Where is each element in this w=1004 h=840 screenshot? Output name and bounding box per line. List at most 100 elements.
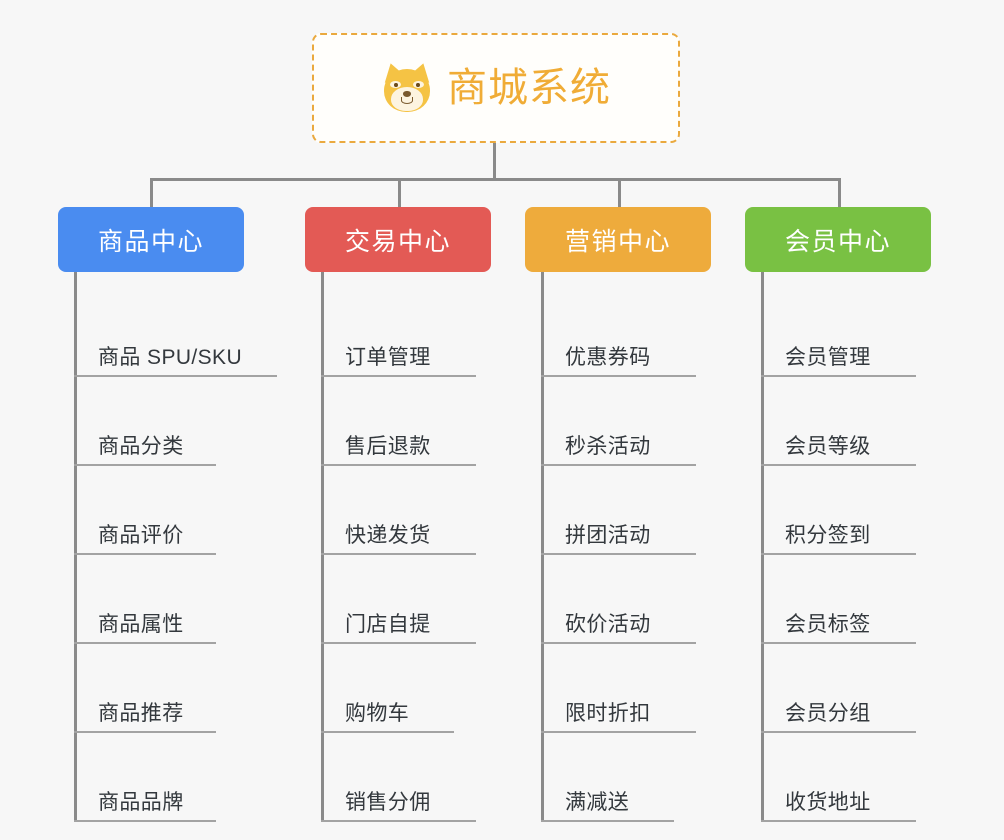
leaf-spine — [74, 272, 77, 822]
category-column-trade: 交易中心 订单管理 售后退款 快递发货 门店自提 购物车 — [305, 207, 491, 822]
leaf-label: 商品推荐 — [98, 702, 184, 725]
category-header-label: 交易中心 — [344, 227, 451, 256]
leaf-spine — [761, 272, 764, 822]
leaf-label: 积分签到 — [785, 524, 871, 547]
category-column-marketing: 营销中心 优惠券码 秒杀活动 拼团活动 砍价活动 限时折扣 — [525, 207, 711, 822]
leaf-underline — [761, 731, 916, 733]
connector-drop-col-2 — [618, 178, 621, 209]
leaf-item[interactable]: 商品属性 — [74, 555, 244, 644]
leaf-label: 收货地址 — [785, 791, 871, 814]
leaf-label: 拼团活动 — [565, 524, 651, 547]
leaf-item[interactable]: 销售分佣 — [321, 733, 491, 822]
leaf-item[interactable]: 满减送 — [541, 733, 711, 822]
leaf-item[interactable]: 商品评价 — [74, 466, 244, 555]
leaf-label: 会员管理 — [785, 346, 871, 369]
leaf-underline — [541, 464, 696, 466]
leaf-underline — [541, 375, 696, 377]
leaf-label: 商品分类 — [98, 435, 184, 458]
leaf-underline — [761, 642, 916, 644]
category-column-member: 会员中心 会员管理 会员等级 积分签到 会员标签 会员分组 — [745, 207, 931, 822]
leaf-label: 订单管理 — [345, 346, 431, 369]
leaf-label: 秒杀活动 — [565, 435, 651, 458]
leaf-item[interactable]: 会员分组 — [761, 644, 931, 733]
leaf-item[interactable]: 积分签到 — [761, 466, 931, 555]
leaf-item[interactable]: 购物车 — [321, 644, 491, 733]
leaf-label: 满减送 — [565, 791, 630, 814]
leaf-item[interactable]: 快递发货 — [321, 466, 491, 555]
leaf-item[interactable]: 会员等级 — [761, 377, 931, 466]
leaf-item[interactable]: 商品分类 — [74, 377, 244, 466]
leaf-item[interactable]: 售后退款 — [321, 377, 491, 466]
leaf-underline — [321, 553, 476, 555]
leaf-item[interactable]: 秒杀活动 — [541, 377, 711, 466]
leaf-label: 快递发货 — [345, 524, 431, 547]
leaf-label: 商品 SPU/SKU — [98, 346, 243, 369]
dog-pupil-left-icon — [394, 82, 398, 87]
leaf-list-marketing: 优惠券码 秒杀活动 拼团活动 砍价活动 限时折扣 满减送 — [541, 272, 711, 822]
leaf-item[interactable]: 优惠券码 — [541, 288, 711, 377]
leaf-label: 砍价活动 — [565, 613, 651, 636]
leaf-spine — [321, 272, 324, 822]
dog-nose-icon — [403, 91, 411, 97]
leaf-label: 限时折扣 — [565, 702, 651, 725]
category-header-label: 会员中心 — [784, 227, 891, 256]
leaf-underline — [321, 731, 454, 733]
leaf-item[interactable]: 门店自提 — [321, 555, 491, 644]
leaf-label: 会员等级 — [785, 435, 871, 458]
root-node[interactable]: 商城系统 — [312, 33, 680, 143]
leaf-item[interactable]: 商品品牌 — [74, 733, 244, 822]
leaf-item[interactable]: 商品 SPU/SKU — [74, 288, 277, 377]
leaf-list-trade: 订单管理 售后退款 快递发货 门店自提 购物车 销售分佣 — [321, 272, 491, 822]
leaf-underline — [74, 820, 216, 822]
category-column-product: 商品中心 商品 SPU/SKU 商品分类 商品评价 商品属性 商品推荐 — [58, 207, 277, 822]
leaf-item[interactable]: 订单管理 — [321, 288, 491, 377]
leaf-label: 门店自提 — [345, 613, 431, 636]
leaf-underline — [74, 375, 277, 377]
category-header-product[interactable]: 商品中心 — [58, 207, 244, 272]
leaf-underline — [74, 642, 216, 644]
leaf-item[interactable]: 收货地址 — [761, 733, 931, 822]
leaf-underline — [74, 464, 216, 466]
leaf-item[interactable]: 会员管理 — [761, 288, 931, 377]
leaf-underline — [541, 553, 696, 555]
leaf-underline — [761, 464, 916, 466]
leaf-underline — [74, 553, 216, 555]
leaf-item[interactable]: 拼团活动 — [541, 466, 711, 555]
leaf-underline — [761, 553, 916, 555]
category-header-marketing[interactable]: 营销中心 — [525, 207, 711, 272]
leaf-list-product: 商品 SPU/SKU 商品分类 商品评价 商品属性 商品推荐 商品品牌 — [74, 272, 277, 822]
connector-drop-col-1 — [398, 178, 401, 209]
leaf-item[interactable]: 砍价活动 — [541, 555, 711, 644]
category-header-label: 营销中心 — [564, 227, 671, 256]
leaf-underline — [321, 375, 476, 377]
category-header-label: 商品中心 — [97, 227, 204, 256]
connector-drop-col-0 — [150, 178, 153, 209]
connector-bus — [150, 178, 841, 181]
leaf-label: 购物车 — [345, 702, 410, 725]
leaf-label: 优惠券码 — [565, 346, 651, 369]
leaf-underline — [321, 464, 476, 466]
leaf-underline — [74, 731, 216, 733]
leaf-underline — [761, 820, 916, 822]
category-header-trade[interactable]: 交易中心 — [305, 207, 491, 272]
leaf-label: 商品品牌 — [98, 791, 184, 814]
leaf-underline — [541, 820, 674, 822]
connector-root-stem — [493, 143, 496, 180]
leaf-label: 会员标签 — [785, 613, 871, 636]
shiba-dog-emoji — [380, 60, 434, 114]
leaf-label: 会员分组 — [785, 702, 871, 725]
category-header-member[interactable]: 会员中心 — [745, 207, 931, 272]
dog-pupil-right-icon — [416, 82, 420, 87]
leaf-label: 商品评价 — [98, 524, 184, 547]
leaf-underline — [761, 375, 916, 377]
connector-drop-col-3 — [838, 178, 841, 209]
leaf-underline — [541, 731, 696, 733]
root-title: 商城系统 — [447, 66, 611, 110]
leaf-item[interactable]: 会员标签 — [761, 555, 931, 644]
leaf-label: 商品属性 — [98, 613, 184, 636]
leaf-underline — [541, 642, 696, 644]
dog-mouth-icon — [401, 97, 413, 104]
leaf-item[interactable]: 商品推荐 — [74, 644, 244, 733]
leaf-item[interactable]: 限时折扣 — [541, 644, 711, 733]
leaf-underline — [321, 642, 476, 644]
